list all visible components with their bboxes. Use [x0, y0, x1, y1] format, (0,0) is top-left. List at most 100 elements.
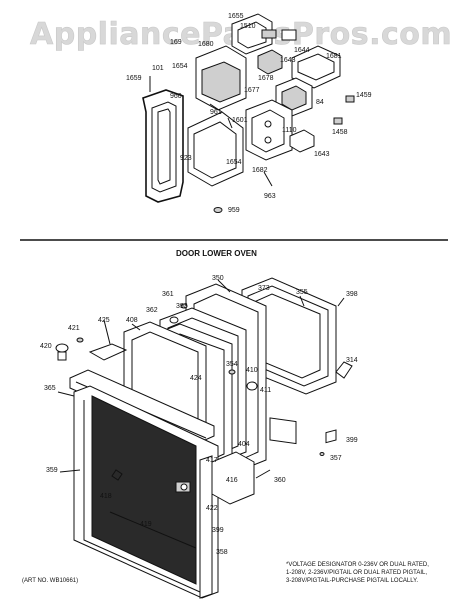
part-label: 1654: [226, 159, 242, 166]
part-label: 399: [346, 437, 358, 444]
part-label: 1681: [326, 53, 342, 60]
clip-418: [111, 469, 123, 481]
upper-labels: 1655 1510 169 1680 1644 1643 1681 101 16…: [126, 13, 372, 214]
part-label: 416: [226, 477, 238, 484]
part-label: 361: [162, 291, 174, 298]
part-label: 1659: [126, 75, 142, 82]
leader-line: [103, 319, 111, 345]
grommet-411: [246, 381, 258, 391]
part-label: 411: [260, 387, 271, 394]
voltage-note-line: 3-208V/PIGTAIL-PURCHASE PIGTAIL LOCALLY.: [286, 578, 418, 584]
part-label: 417: [206, 457, 218, 464]
latch-963: [263, 171, 273, 187]
part-label: 1682: [252, 167, 268, 174]
section-title: DOOR LOWER OVEN: [176, 249, 257, 258]
part-label: 1680: [198, 41, 214, 48]
part-label: 425: [98, 317, 110, 324]
part-label: 360: [274, 477, 286, 484]
part-label: 354: [226, 361, 238, 368]
part-label: 358: [216, 549, 228, 556]
part-label: 923: [180, 155, 192, 162]
screw-421: [76, 337, 84, 343]
screw-354: [228, 369, 236, 375]
part-label: 355: [296, 289, 308, 296]
part-label: 84: [316, 99, 324, 106]
clip-314: [335, 361, 353, 379]
board-chip: [281, 85, 307, 111]
door-frame-slot: [157, 108, 171, 185]
part-label: 408: [126, 317, 138, 324]
rod-419: [109, 511, 197, 549]
leader-line: [217, 279, 231, 293]
leader-line: [131, 323, 141, 331]
part-label: 365: [44, 385, 56, 392]
part-label: 350: [212, 275, 224, 282]
part-label: 362: [146, 307, 158, 314]
part-label: 1643: [314, 151, 330, 158]
part-label: 398: [346, 291, 358, 298]
part-label: 410: [246, 367, 258, 374]
part-label: 421: [68, 325, 80, 332]
part-label: 169: [170, 39, 182, 46]
housing-face: [297, 53, 335, 81]
relay: [257, 49, 283, 75]
part-label: 393: [176, 303, 188, 310]
panel-hole: [264, 120, 272, 128]
top-bracket-inner: [237, 21, 267, 49]
liner-bracket: [269, 417, 297, 445]
connector-1458: [333, 117, 343, 125]
part-label: 1677: [244, 87, 260, 94]
upper-assembly: [142, 13, 355, 213]
part-label: 357: [330, 455, 342, 462]
inner-panel-border: [193, 121, 237, 179]
lower-labels: 350 355 398 373 361 393 362 408 421 425 …: [40, 275, 358, 556]
part-label: 1644: [294, 47, 310, 54]
door-frame-inner: [151, 101, 177, 193]
trim-strip: [199, 455, 213, 599]
connector-1459: [345, 95, 355, 103]
leader-line: [57, 391, 75, 397]
clip-362: [169, 316, 179, 324]
housing: [291, 45, 341, 89]
voltage-note-line: *VOLTAGE DESIGNATOR 0-236V OR DUAL RATED…: [286, 562, 429, 568]
leader-line: [255, 469, 271, 479]
part-label: 1459: [356, 92, 372, 99]
part-label: 1643: [280, 57, 296, 64]
lower-bracket: [289, 129, 315, 153]
screw-357: [319, 452, 325, 456]
bracket-clip: [261, 29, 277, 39]
clip-screw: [180, 483, 188, 491]
part-label: 1458: [332, 129, 348, 136]
part-label: 424: [190, 375, 202, 382]
screw-961: [209, 103, 223, 113]
part-label: 961: [210, 109, 222, 116]
knob-base: [57, 351, 67, 361]
block-399: [325, 429, 337, 444]
lower-assembly: [55, 277, 353, 599]
screw-959: [213, 207, 223, 213]
leader-line: [299, 295, 305, 307]
part-label: 314: [346, 357, 358, 364]
part-label: 101: [152, 65, 164, 72]
part-label: 1110: [282, 127, 297, 134]
part-label: 1654: [172, 63, 188, 70]
knob-420: [55, 343, 69, 353]
leader-line: [59, 469, 81, 473]
part-label: 1655: [228, 13, 244, 20]
rod-1601: [227, 117, 233, 129]
hinge: [211, 451, 255, 505]
switch: [281, 29, 297, 41]
part-label: 404: [238, 441, 250, 448]
part-label: 1678: [258, 75, 274, 82]
back-panel-inner: [251, 109, 285, 153]
part-label: 359: [46, 467, 58, 474]
part-label: 959: [228, 207, 240, 214]
part-label: 960: [170, 93, 182, 100]
panel-hole: [264, 136, 272, 144]
part-label: 963: [264, 193, 276, 200]
part-label: 1510: [240, 23, 256, 30]
part-label: 373: [258, 285, 270, 292]
door-edge: [83, 400, 201, 593]
